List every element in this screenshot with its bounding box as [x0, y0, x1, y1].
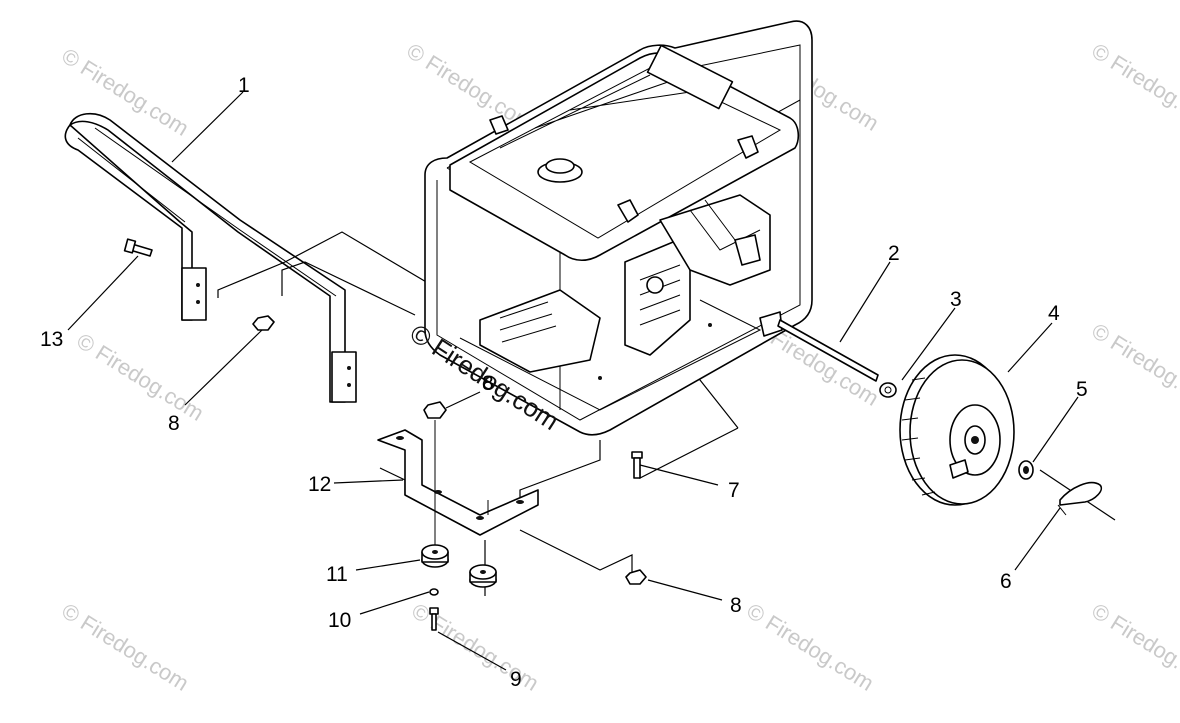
watermark-text: © Firedog.com	[72, 328, 208, 426]
callout-10: 10	[328, 609, 351, 632]
generator-unit	[424, 20, 813, 436]
callout-11: 11	[326, 563, 348, 586]
callout-8-c: 8	[730, 594, 742, 617]
washer	[1018, 460, 1034, 480]
callout-6: 6	[1000, 570, 1012, 593]
callout-4: 4	[1048, 302, 1060, 325]
callout-8-a: 8	[168, 412, 180, 435]
rubber-mounts	[421, 420, 497, 588]
callout-9: 9	[510, 668, 522, 691]
handle-frame	[64, 112, 357, 403]
hairpin-clip	[1057, 481, 1103, 516]
watermark-text: © Firedog.com	[1087, 318, 1180, 416]
callout-5: 5	[1076, 378, 1088, 401]
callout-1: 1	[238, 74, 250, 97]
watermark-text: © Firedog.com	[57, 598, 193, 696]
watermark-text: © Firedog.com	[57, 43, 193, 141]
leader-lines	[67, 91, 1079, 671]
axle	[777, 319, 879, 382]
mounting-bracket	[377, 429, 539, 536]
callout-2: 2	[888, 242, 900, 265]
callout-3: 3	[950, 288, 962, 311]
callout-12: 12	[308, 473, 331, 496]
watermark-text: © Firedog.com	[407, 598, 543, 696]
callout-labels: 1 2 3 4 5 6 7 8 8 8 9 10 11 12 13	[40, 74, 1088, 691]
callout-13: 13	[40, 328, 63, 351]
lower-fasteners	[429, 588, 439, 631]
bolt	[631, 451, 643, 479]
watermark-text: © Firedog.com	[742, 598, 878, 696]
watermark-text: © Firedog.com	[1087, 598, 1180, 696]
watermark-text: © Firedog.com	[1087, 38, 1180, 136]
callout-8-b: 8	[482, 372, 494, 395]
spacer	[879, 382, 897, 398]
callout-7: 7	[728, 479, 740, 502]
wheel	[899, 354, 1015, 506]
handle-fasteners	[123, 238, 275, 331]
hex-nuts	[423, 401, 647, 585]
